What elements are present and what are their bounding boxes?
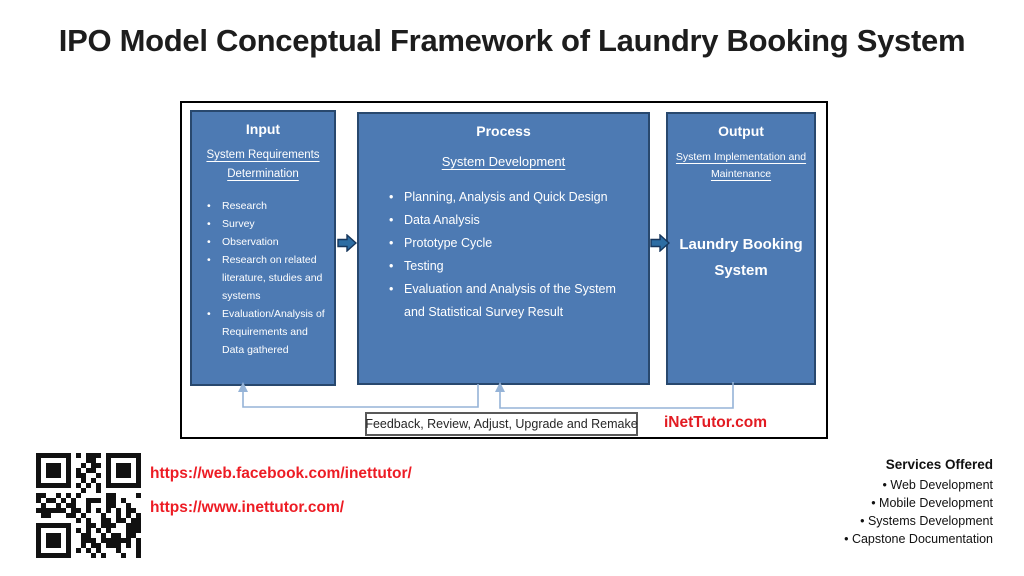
diagram-frame: Input System Requirements Determination …	[180, 101, 828, 439]
list-item: Testing	[387, 255, 638, 278]
input-subtitle: System Requirements Determination	[206, 149, 320, 180]
list-item: Evaluation/Analysis of Requirements and …	[205, 305, 328, 359]
list-item: Capstone Documentation	[733, 530, 993, 548]
list-item: Survey	[205, 215, 328, 233]
services-panel: Services Offered Web DevelopmentMobile D…	[733, 457, 993, 548]
output-subtitle: System Implementation and Maintenance	[675, 151, 807, 180]
feedback-label-box: Feedback, Review, Adjust, Upgrade and Re…	[365, 412, 638, 436]
process-box: Process System Development Planning, Ana…	[357, 112, 650, 385]
output-title: Output	[718, 123, 764, 139]
process-list: Planning, Analysis and Quick DesignData …	[359, 186, 648, 324]
watermark-text: iNetTutor.com	[664, 414, 768, 431]
facebook-link[interactable]: https://web.facebook.com/inettutor/	[150, 465, 412, 482]
list-item: Web Development	[733, 476, 993, 494]
process-title: Process	[476, 123, 531, 139]
website-link[interactable]: https://www.inettutor.com/	[150, 499, 345, 516]
list-item: Data Analysis	[387, 209, 638, 232]
list-item: Evaluation and Analysis of the System an…	[387, 278, 638, 324]
output-highlight: Laundry Booking System	[679, 236, 803, 279]
page-title: IPO Model Conceptual Framework of Laundr…	[58, 23, 966, 58]
list-item: Mobile Development	[733, 494, 993, 512]
list-item: Research on related literature, studies …	[205, 251, 328, 305]
input-list: ResearchSurveyObservationResearch on rel…	[192, 197, 334, 359]
list-item: Research	[205, 197, 328, 215]
arrow-input-to-process-icon	[337, 234, 357, 252]
list-item: Planning, Analysis and Quick Design	[387, 186, 638, 209]
arrow-process-to-output-icon	[650, 234, 670, 252]
services-title: Services Offered	[885, 457, 993, 472]
qr-code	[36, 453, 141, 558]
list-item: Systems Development	[733, 512, 993, 530]
process-subtitle: System Development	[441, 154, 566, 169]
output-box: Output System Implementation and Mainten…	[666, 112, 816, 385]
input-title: Input	[245, 121, 281, 137]
input-box: Input System Requirements Determination …	[190, 110, 336, 386]
list-item: Prototype Cycle	[387, 232, 638, 255]
list-item: Observation	[205, 233, 328, 251]
services-list: Web DevelopmentMobile DevelopmentSystems…	[733, 476, 993, 548]
